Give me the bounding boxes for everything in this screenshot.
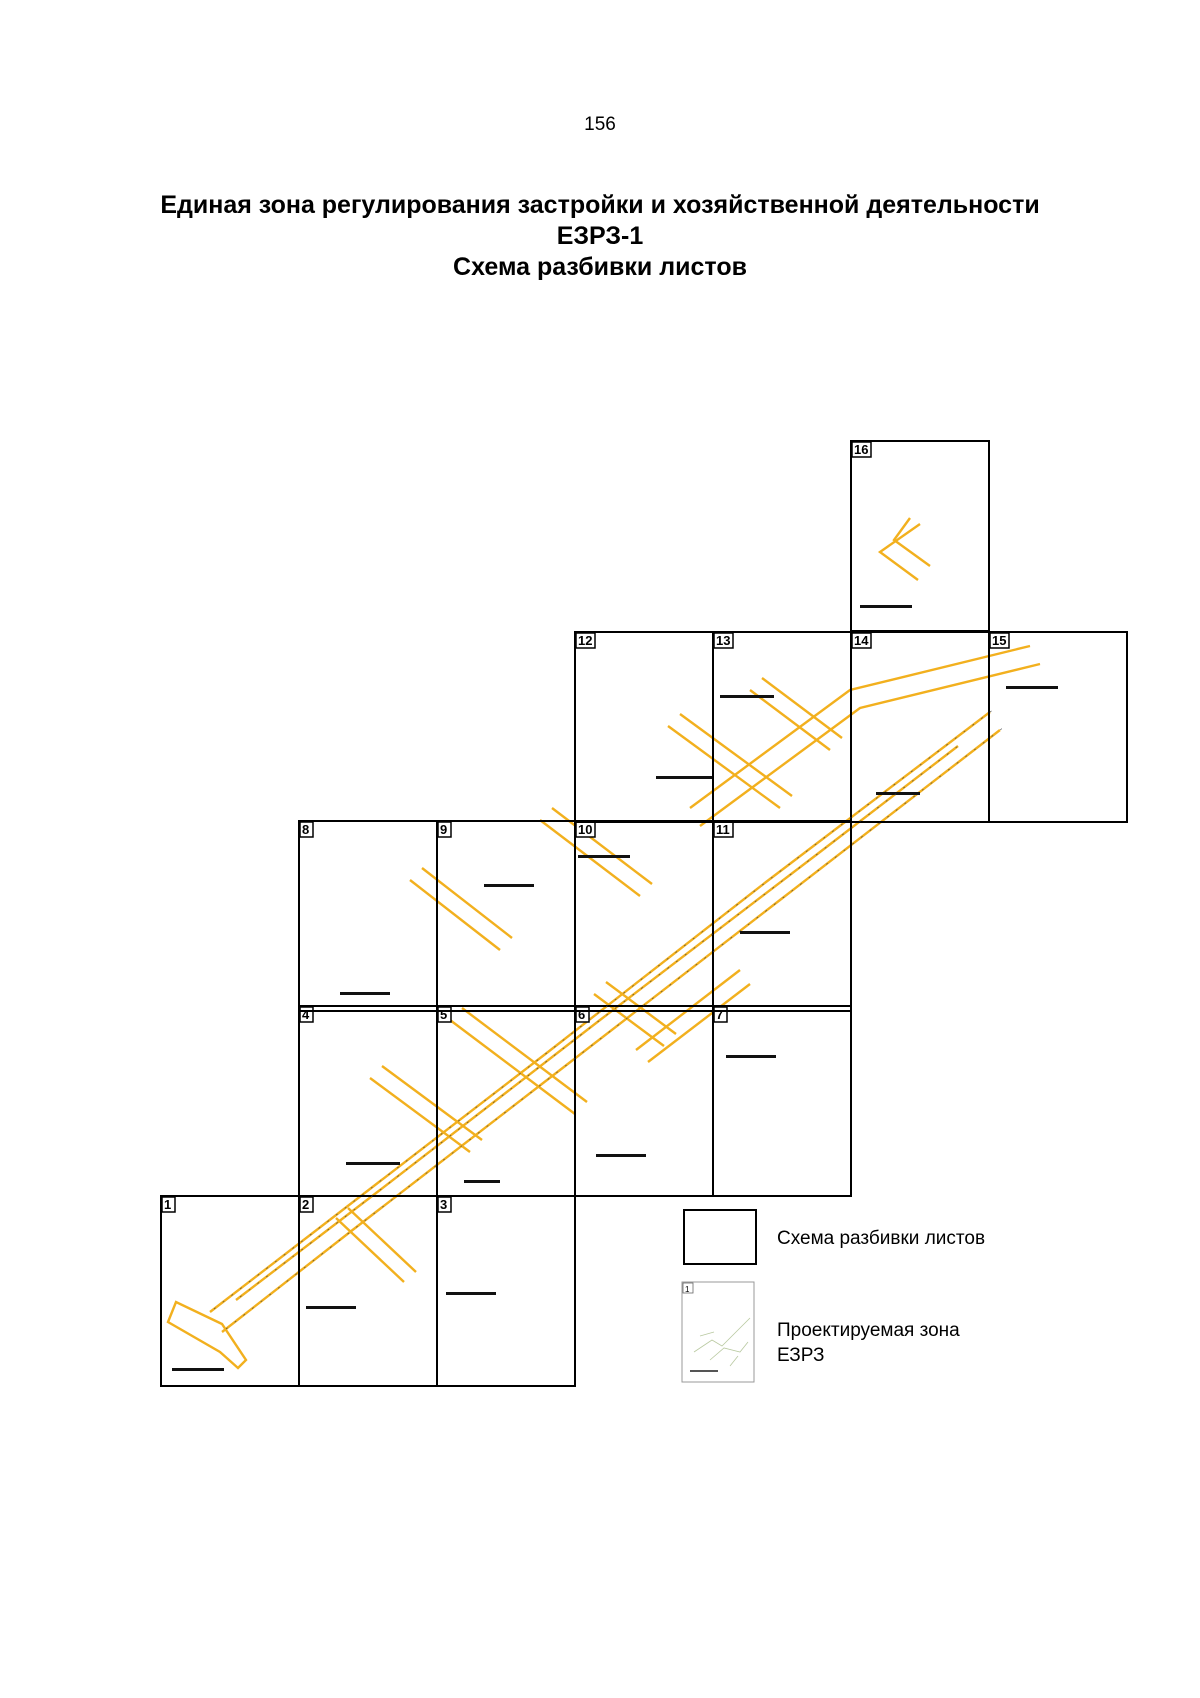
title-line-2: ЕЗРЗ-1: [556, 222, 644, 250]
legend-zone-thumb-sketch: [693, 1317, 751, 1367]
zone-cross-corridor: [679, 713, 793, 797]
sheet-number-box: [161, 1196, 176, 1213]
sheet-number: 10: [578, 822, 592, 837]
zone-corridor: [892, 517, 931, 567]
sheet-number: 12: [578, 633, 592, 648]
zone-corridor: [209, 711, 991, 1313]
sheet-number: 4: [302, 1007, 310, 1022]
sheet-number-box: [713, 632, 734, 649]
legend-zone-label-line2: ЕЗРЗ: [777, 1345, 825, 1366]
sheet-number: 11: [716, 822, 730, 837]
sheet-number: 15: [992, 633, 1006, 648]
sheet-scale-bar: [876, 792, 920, 795]
legend-zone-thumbnail: [681, 1281, 755, 1383]
sheet-number: 9: [440, 822, 447, 837]
sheet-scale-bar: [720, 695, 774, 698]
sheet-scale-bar: [340, 992, 390, 995]
sheet-number: 2: [302, 1197, 309, 1212]
sheet-number-box: [299, 821, 314, 838]
zone-cross-corridor: [461, 1007, 588, 1103]
sheet-number: 3: [440, 1197, 447, 1212]
sheet-scale-bar: [446, 1292, 496, 1295]
zone-cross-corridor: [761, 677, 843, 739]
sheet-scale-bar: [346, 1162, 400, 1165]
sheet-number: 5: [440, 1007, 447, 1022]
sheet-number: 1: [164, 1197, 171, 1212]
zone-cross-corridor: [347, 1207, 417, 1273]
sheet-16: 16: [850, 440, 990, 632]
sheet-scale-bar: [578, 855, 630, 858]
title-line-1: Единая зона регулирования застройки и хо…: [160, 191, 1040, 219]
sheet-scale-bar: [464, 1180, 500, 1183]
sheet-number-box: [989, 632, 1010, 649]
zone-corridor: [699, 662, 1041, 827]
sheet-frame: [850, 440, 990, 632]
sheet-number: 7: [716, 1007, 723, 1022]
page-title: Единая зона регулирования застройки и хо…: [0, 190, 1200, 283]
sheet-scale-bar: [306, 1306, 356, 1309]
sheet-number: 6: [578, 1007, 585, 1022]
sheet-frame: [988, 631, 1128, 823]
zone-cross-corridor: [605, 981, 677, 1035]
sheet-frame: [712, 1005, 852, 1197]
sheet-number: 16: [854, 442, 868, 457]
zone-corridor: [877, 523, 921, 581]
legend-zone-label-line1: Проектируемая зона: [777, 1320, 960, 1341]
title-line-3: Схема разбивки листов: [453, 253, 747, 281]
legend-sheet-swatch: [683, 1209, 757, 1265]
sheet-15: 15: [988, 631, 1128, 823]
sheet-scale-bar: [484, 884, 534, 887]
zone-cross-corridor: [335, 1217, 405, 1283]
zone-cross-corridor: [647, 983, 751, 1063]
sheet-scale-bar: [860, 605, 912, 608]
sheet-scale-bar: [656, 776, 712, 779]
sheet-number-box: [437, 821, 452, 838]
sheet-number: 13: [716, 633, 730, 648]
sheet-scale-bar: [172, 1368, 224, 1371]
zone-cross-corridor: [449, 1019, 576, 1115]
zone-cross-corridor: [667, 725, 781, 809]
sheet-number: 8: [302, 822, 309, 837]
sheet-scale-bar: [740, 931, 790, 934]
zone-cross-corridor: [409, 879, 501, 951]
sheet-scale-bar: [726, 1055, 776, 1058]
sheet-number-box: [575, 632, 596, 649]
legend-zone-thumb-label: 1: [685, 1285, 690, 1294]
sheet-number-box: [851, 441, 872, 458]
legend-zone-label: Проектируемая зона ЕЗРЗ: [777, 1318, 960, 1368]
zone-cross-corridor: [381, 1065, 483, 1141]
zone-corridor: [235, 745, 959, 1301]
sheet-scale-bar: [596, 1154, 646, 1157]
sheet-scale-bar: [1006, 686, 1058, 689]
legend-sheet-label: Схема разбивки листов: [777, 1228, 986, 1249]
sheet-number-box: [851, 632, 872, 649]
zone-cross-corridor: [369, 1077, 471, 1153]
sheet-number: 14: [854, 633, 869, 648]
zone-terminal: [166, 1300, 248, 1370]
page-number: 156: [584, 114, 616, 135]
zone-cross-corridor: [749, 689, 831, 751]
